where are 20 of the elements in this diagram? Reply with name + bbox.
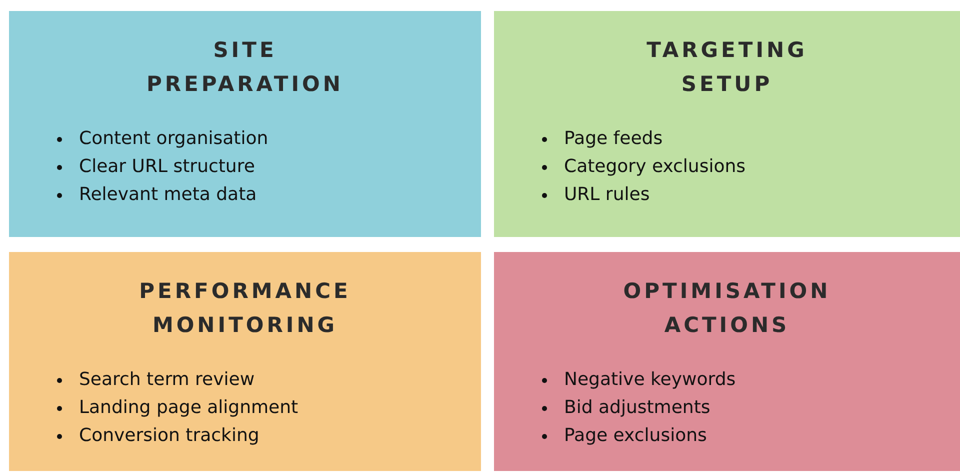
bullet-item: Search term review (79, 369, 255, 390)
bullet-item: Clear URL structure (79, 156, 255, 177)
card-heading: SITE PREPARATION (146, 37, 344, 98)
bullet-item: Conversion tracking (79, 425, 260, 446)
bullet-item: Relevant meta data (79, 184, 257, 205)
quadrant-card (494, 11, 960, 237)
bullet-item: Content organisation (79, 128, 268, 149)
card-heading: OPTIMISATION ACTIONS (622, 278, 832, 339)
bullet-item: Page exclusions (564, 425, 707, 446)
card-heading: PERFORMANCE MONITORING (138, 278, 352, 339)
quadrant-card (9, 11, 481, 237)
bullet-item: Category exclusions (564, 156, 746, 177)
quadrant-card (9, 252, 481, 471)
bullet-item: Negative keywords (564, 369, 736, 390)
bullet-item: URL rules (564, 184, 650, 205)
quadrant-card (494, 252, 960, 471)
bullet-item: Page feeds (564, 128, 663, 149)
bullet-item: Bid adjustments (564, 397, 710, 418)
bullet-item: Landing page alignment (79, 397, 298, 418)
card-heading: TARGETING SETUP (646, 37, 808, 98)
